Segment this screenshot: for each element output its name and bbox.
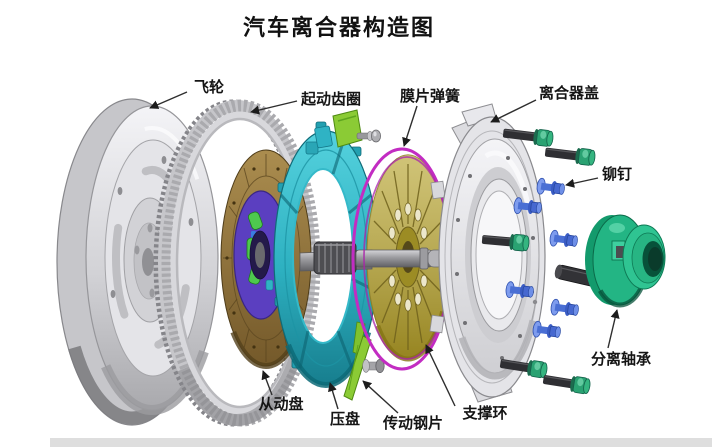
rivets xyxy=(505,177,579,338)
callout-starter-ring-gear: 起动齿圈 xyxy=(250,90,361,115)
rivet-pin xyxy=(513,197,542,215)
spring-fingers xyxy=(371,164,445,350)
rivet-pin xyxy=(532,320,561,338)
label-drive-strap: 传动钢片 xyxy=(382,414,443,432)
label-release-bearing: 分离轴承 xyxy=(591,350,651,368)
label-rivet: 铆钉 xyxy=(602,165,632,183)
callouts: 飞轮 起动齿圈 膜片弹簧 离合器盖 铆钉 分离轴承 从动盘 压盘 xyxy=(149,78,651,432)
label-driven-plate: 从动盘 xyxy=(258,395,303,413)
bolt xyxy=(481,233,530,252)
pressure-plate xyxy=(271,121,381,388)
label-clutch-cover: 离合器盖 xyxy=(539,84,599,102)
label-pressure-plate: 压盘 xyxy=(330,410,360,428)
bolt xyxy=(502,128,554,147)
callout-drive-strap: 传动钢片 xyxy=(362,380,443,432)
label-flywheel: 飞轮 xyxy=(194,78,224,96)
callout-diaphragm-spring: 膜片弹簧 xyxy=(400,87,460,147)
callout-flywheel: 飞轮 xyxy=(149,78,224,109)
bolt xyxy=(544,147,596,166)
page-title: 汽车离合器构造图 xyxy=(243,15,435,40)
bolt xyxy=(542,375,591,395)
label-diaphragm-spring: 膜片弹簧 xyxy=(400,87,460,105)
callout-release-bearing: 分离轴承 xyxy=(591,309,651,368)
rivet-pin xyxy=(549,229,578,247)
bottom-edge-strip xyxy=(50,438,712,447)
callout-pressure-plate: 压盘 xyxy=(328,382,360,428)
callout-support-ring: 支撑环 xyxy=(425,344,508,422)
driven-plate-hub xyxy=(233,190,289,320)
label-starter-ring-gear: 起动齿圈 xyxy=(300,90,361,108)
strap-bolt xyxy=(356,129,381,143)
bolt xyxy=(499,359,548,379)
pressure-plate-slots xyxy=(279,138,377,369)
shaft-splines xyxy=(318,243,350,273)
callout-driven-plate: 从动盘 xyxy=(258,370,304,413)
callout-rivet: 铆钉 xyxy=(565,165,632,188)
release-bearing xyxy=(585,212,666,308)
label-support-ring: 支撑环 xyxy=(461,404,507,422)
rivet-pin xyxy=(550,298,579,316)
callout-clutch-cover: 离合器盖 xyxy=(490,84,599,123)
mounting-bolts xyxy=(481,128,596,395)
rivet-pin xyxy=(505,281,534,299)
rivet-pin xyxy=(536,177,565,195)
drive-strap-top xyxy=(305,109,381,155)
